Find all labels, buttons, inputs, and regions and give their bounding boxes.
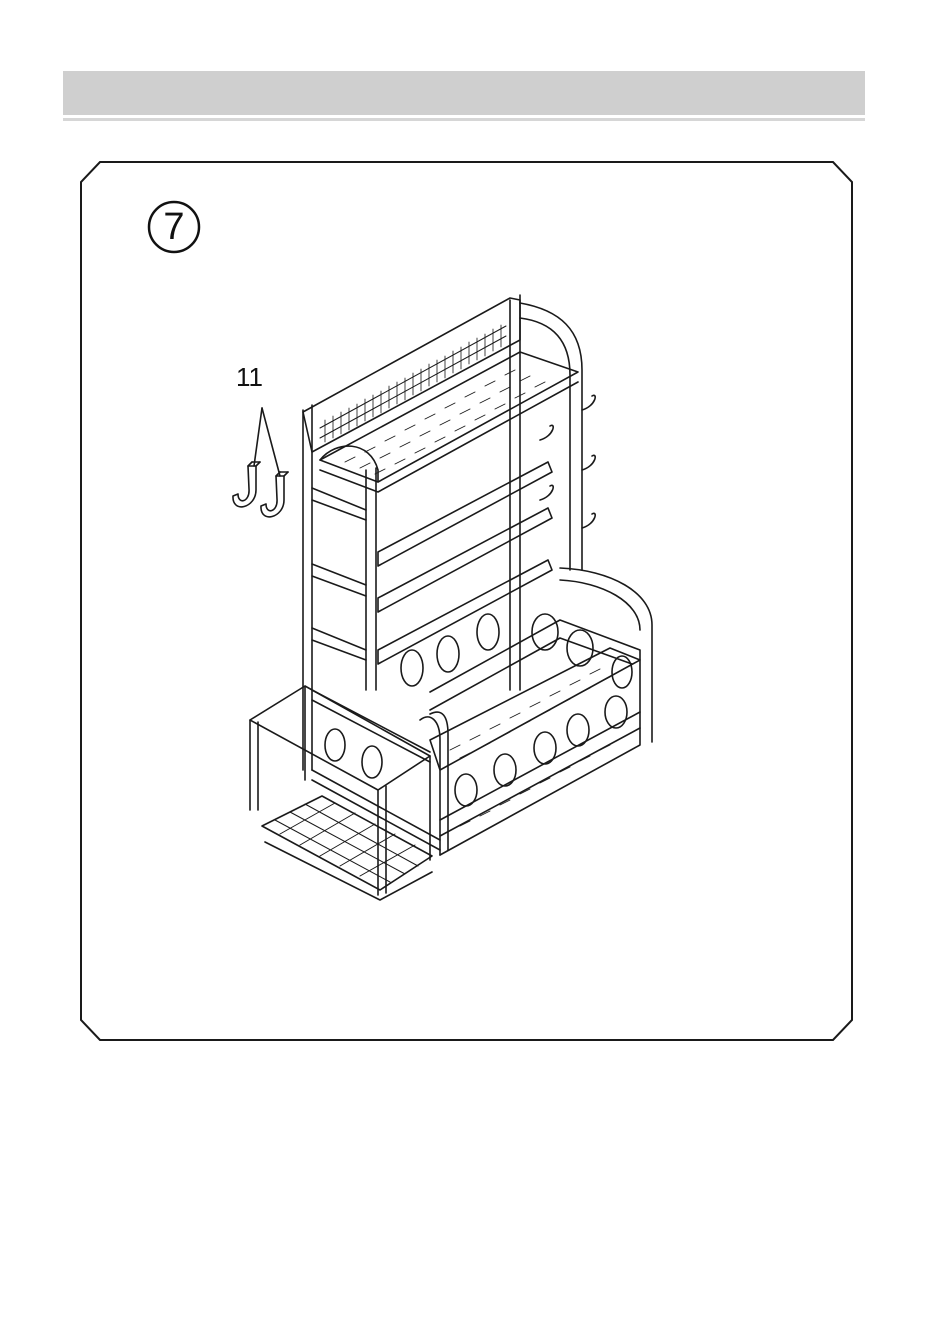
j-hook-icon bbox=[233, 462, 260, 507]
storage-rack-illustration bbox=[250, 295, 652, 900]
callout-leader-lines bbox=[254, 408, 280, 476]
j-hook-icon-2 bbox=[261, 472, 288, 517]
